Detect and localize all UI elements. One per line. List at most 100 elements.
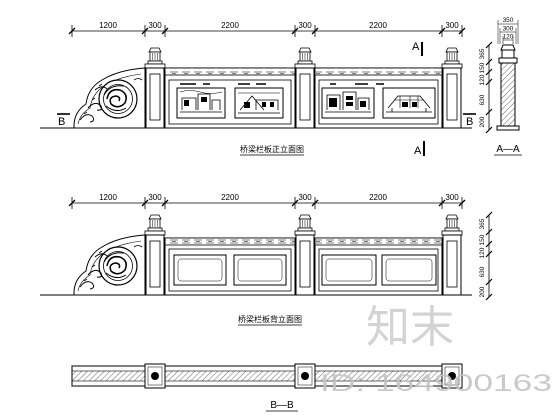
watermark: 知末 ID: 164900163: [320, 302, 552, 397]
watermark-logo: 知末: [366, 302, 454, 353]
plan-post-inner: [444, 366, 460, 386]
plan-post-core: [151, 372, 159, 380]
dimension-label: 630: [479, 266, 486, 277]
panel-frame: [318, 79, 439, 125]
dimension-ticks: [68, 27, 466, 35]
railing-post: [144, 214, 166, 296]
picture-frame: [234, 87, 284, 119]
dimension-label: 300: [148, 193, 162, 202]
dimension-ticks: [485, 211, 493, 301]
railing-post: [144, 47, 166, 129]
railing-post: [441, 214, 463, 296]
post-base: [496, 125, 520, 131]
plan-section-label: B—B: [270, 400, 294, 411]
plan-post-core: [448, 372, 456, 380]
dimension-label: 300: [298, 193, 312, 202]
dimension-extension-lines: [497, 20, 519, 44]
dimension-label: 350: [503, 17, 514, 24]
back-elevation-caption: 桥梁栏板背立面图: [238, 314, 302, 324]
recessed-panel: [321, 254, 377, 286]
section-a-label: A—A: [496, 144, 520, 155]
dimension-label: 300: [298, 21, 312, 30]
back-height-dimensions: 365 150 120 630 200: [479, 211, 493, 301]
plan-post-inner: [147, 366, 163, 386]
dimension-label: 300: [148, 21, 162, 30]
relief-picture: [321, 87, 375, 119]
dimension-label: 200: [479, 116, 486, 127]
recessed-panel-inner: [325, 258, 373, 282]
section-a-width-dimensions: 350 300 120: [497, 17, 519, 44]
back-elevation: 1200 300 2200 300 2200 300: [40, 193, 493, 326]
relief-picture: [382, 87, 436, 119]
panel-frame: [318, 248, 439, 292]
dimension-label: 150: [479, 234, 486, 245]
plan-post: [294, 363, 316, 389]
section-mark-b: B B: [57, 113, 476, 128]
dimension-label: 300: [445, 193, 459, 202]
dimension-label: 300: [503, 26, 514, 33]
dimension-label: 630: [479, 94, 486, 105]
dimension-label: 120: [479, 247, 486, 258]
dimension-label: 2200: [221, 193, 239, 202]
recessed-panel: [173, 254, 227, 286]
railing-post: [294, 47, 316, 129]
plan-post: [441, 363, 463, 389]
relief-picture: [176, 87, 226, 119]
section-mark-b-right: B: [466, 116, 473, 128]
top-rail-ornament: [164, 237, 296, 246]
dimension-label: 150: [479, 62, 486, 73]
section-a-post: [496, 44, 520, 131]
top-rail-ornament: [314, 67, 443, 76]
plan-b-section: B—B: [71, 363, 463, 412]
back-dimension-chain: 1200 300 2200 300 2200 300: [68, 193, 466, 209]
dimension-label: 2200: [221, 21, 239, 30]
railing-bay-2: [314, 237, 443, 296]
plan-post: [144, 363, 166, 389]
plan-post-inner: [297, 366, 313, 386]
dimension-ticks: [68, 199, 466, 207]
front-height-dimensions: 365 150 120 630 200: [479, 41, 493, 134]
railing-bay-1: [164, 67, 296, 129]
dimension-label: 1200: [99, 21, 117, 30]
dimension-label: 120: [503, 34, 514, 41]
top-rail-ornament: [314, 237, 443, 246]
front-elevation: 1200 300 2200 300 2200 300: [40, 21, 493, 157]
recessed-panel-inner: [385, 258, 433, 282]
railing-bay-2: [314, 67, 443, 129]
dimension-label: 120: [479, 74, 486, 85]
dimension-label: 300: [445, 21, 459, 30]
dimension-label: 1200: [99, 193, 117, 202]
recessed-panel: [233, 254, 287, 286]
section-cut-bar: [423, 141, 425, 156]
dimension-label: 200: [479, 286, 486, 297]
section-mark-a: A A: [412, 41, 425, 157]
post-lamp-top: [500, 44, 516, 51]
front-elevation-caption: 桥梁栏板正立面图: [240, 144, 304, 154]
panel-frame: [168, 248, 292, 292]
dimension-label: 365: [479, 48, 486, 59]
recessed-panel-inner: [177, 258, 223, 282]
section-cut-bar: [421, 42, 423, 56]
recessed-panel-inner: [237, 258, 283, 282]
dimension-ticks: [485, 41, 493, 134]
section-a-detail: 350 300 120 A—A: [494, 17, 522, 156]
watermark-id: ID: 164900163: [320, 370, 552, 397]
dimension-label: 2200: [369, 21, 387, 30]
dimension-label: 2200: [369, 193, 387, 202]
post-cap: [498, 57, 518, 64]
section-mark-b-left: B: [58, 116, 65, 128]
section-mark-a-bottom: A: [414, 145, 422, 157]
carved-end-panel: [73, 67, 146, 129]
picture-frame: [382, 87, 436, 119]
relief-picture: [234, 87, 284, 119]
top-rail-ornament: [164, 67, 296, 76]
carved-end-panel: [73, 234, 146, 296]
section-mark-a-top: A: [412, 41, 420, 53]
panel-frame: [168, 79, 292, 125]
recessed-panel: [381, 254, 437, 286]
dimension-label: 365: [479, 218, 486, 229]
front-dimension-chain: 1200 300 2200 300 2200 300: [68, 21, 466, 37]
plan-post-core: [301, 372, 309, 380]
railing-bay-1: [164, 237, 296, 296]
